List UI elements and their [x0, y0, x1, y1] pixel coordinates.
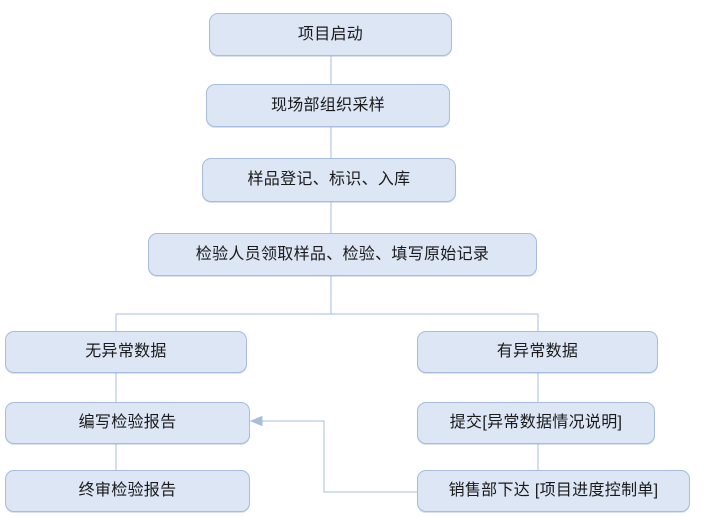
node-abnormal-data[interactable]: 有异常数据 — [417, 331, 658, 373]
node-abnormal-data-label: 有异常数据 — [496, 343, 579, 361]
node-normal-data[interactable]: 无异常数据 — [5, 331, 247, 373]
node-inspect[interactable]: 检验人员领取样品、检验、填写原始记录 — [148, 233, 537, 276]
node-register[interactable]: 样品登记、标识、入库 — [202, 158, 456, 202]
node-normal-data-label: 无异常数据 — [85, 343, 167, 361]
node-start-label: 项目启动 — [297, 25, 364, 43]
feedback-arrowhead-icon — [249, 415, 263, 427]
node-final-report[interactable]: 终审检验报告 — [5, 470, 250, 512]
node-write-report-label: 编写检验报告 — [78, 414, 177, 432]
node-start[interactable]: 项目启动 — [209, 13, 452, 56]
edge-salesorder-to-writereport — [256, 420, 417, 493]
node-sampling-label: 现场部组织采样 — [270, 96, 386, 114]
node-final-report-label: 终审检验报告 — [78, 482, 177, 500]
node-submit-explanation[interactable]: 提交[异常数据情况说明] — [417, 402, 655, 444]
node-sales-order-label: 销售部下达 [项目进度控制单] — [448, 482, 659, 500]
node-sampling[interactable]: 现场部组织采样 — [206, 84, 450, 127]
node-register-label: 样品登记、标识、入库 — [247, 171, 411, 189]
node-sales-order[interactable]: 销售部下达 [项目进度控制单] — [417, 470, 690, 512]
node-submit-explanation-label: 提交[异常数据情况说明] — [449, 414, 623, 432]
node-write-report[interactable]: 编写检验报告 — [5, 402, 250, 444]
node-inspect-label: 检验人员领取样品、检验、填写原始记录 — [195, 245, 490, 263]
